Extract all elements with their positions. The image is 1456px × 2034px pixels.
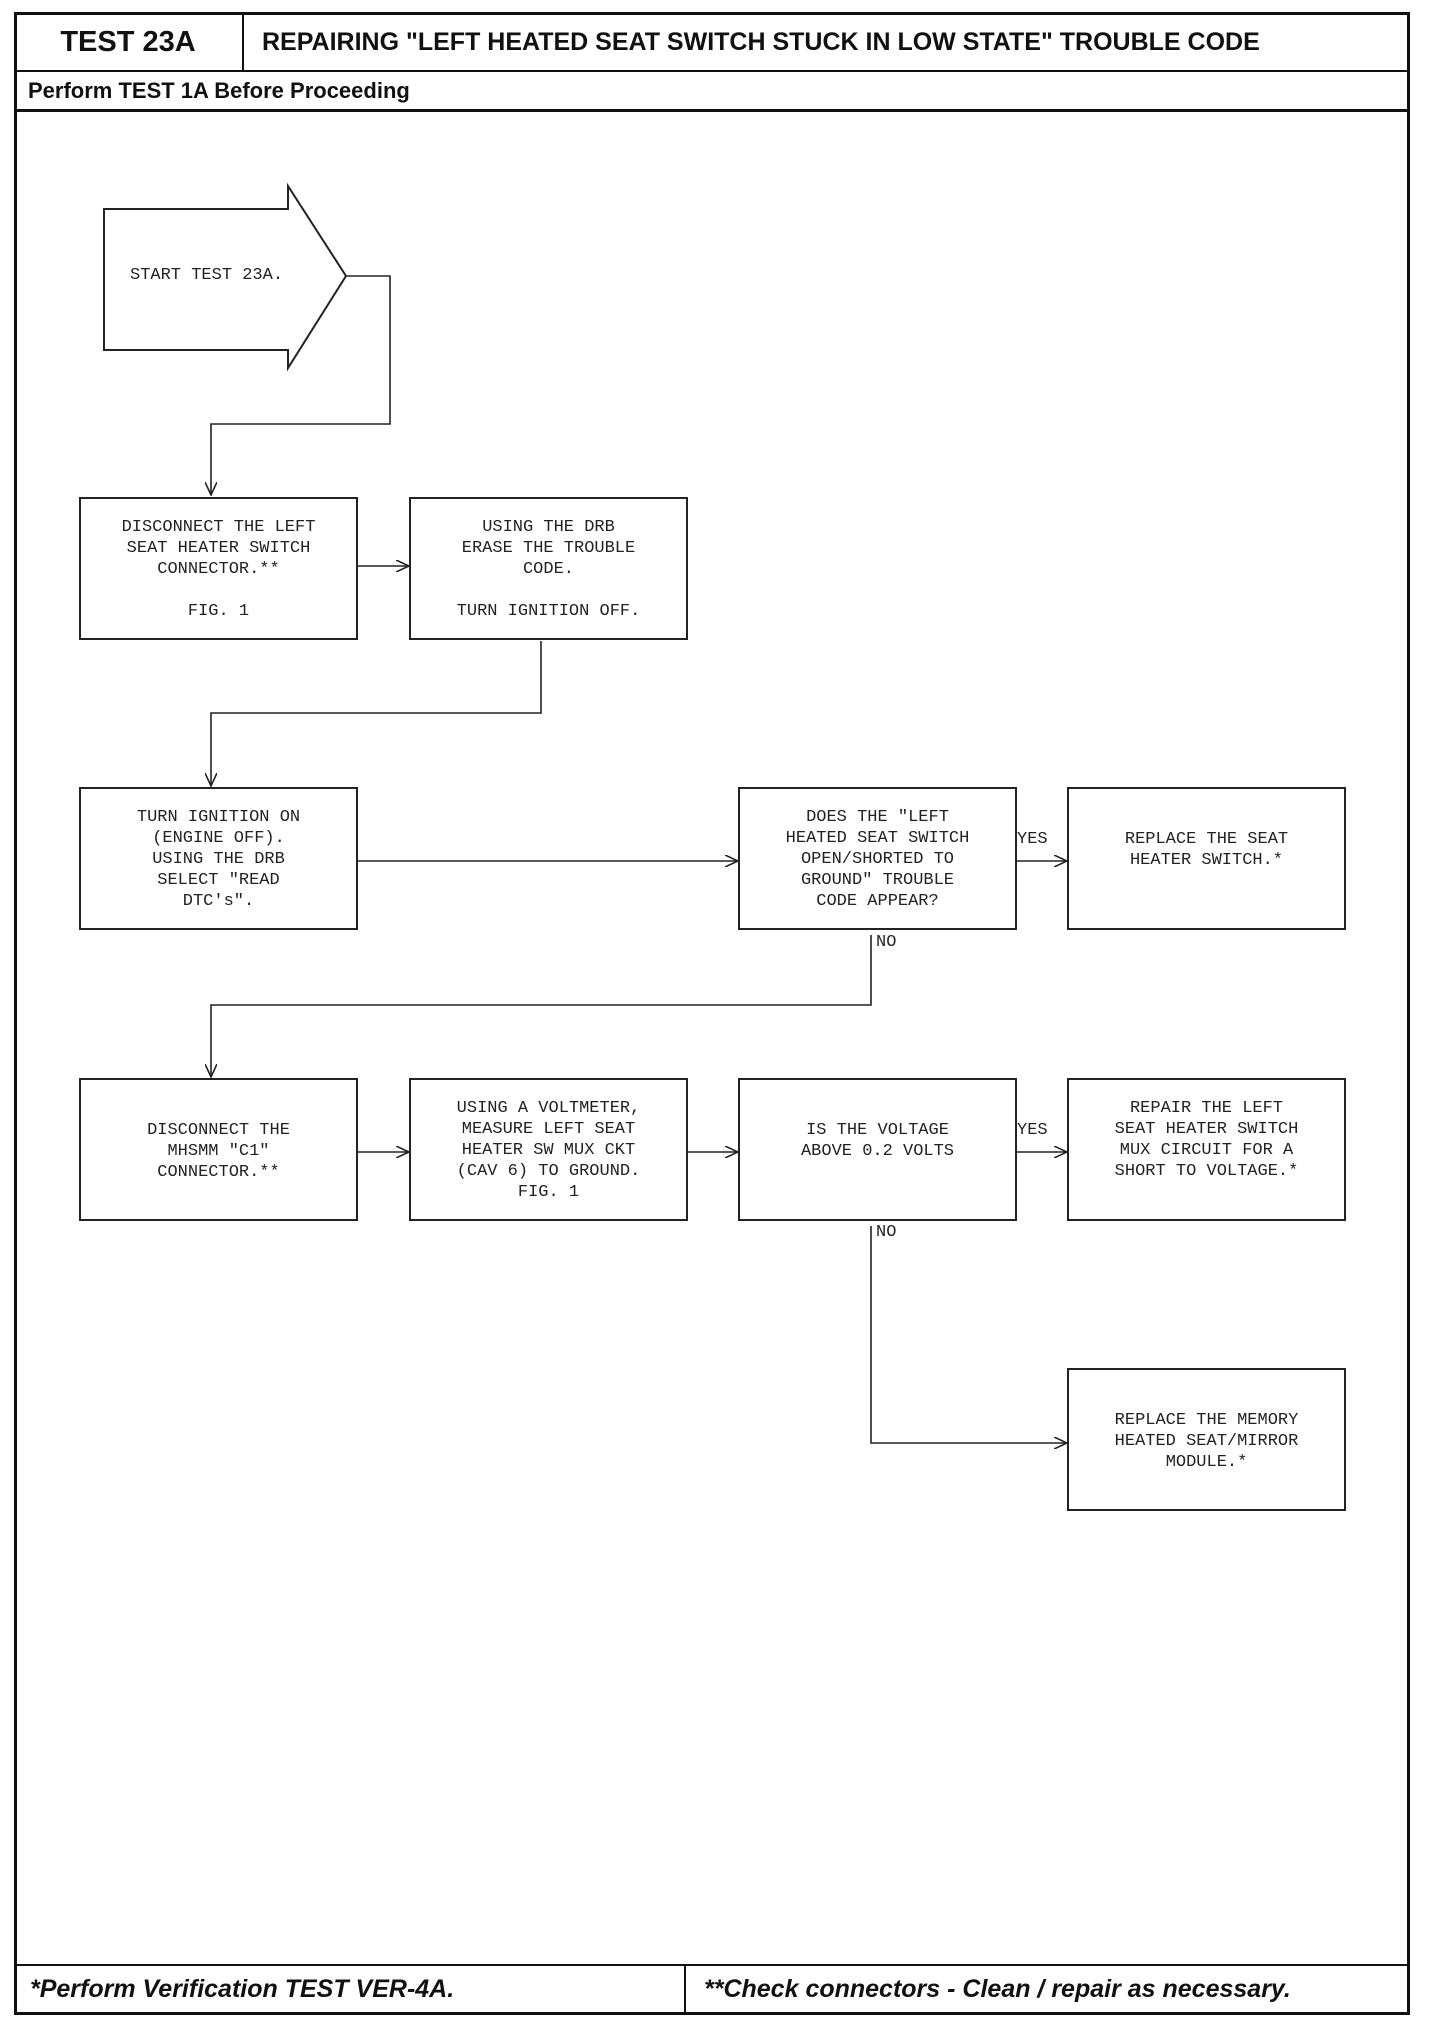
step-erase-code: USING THE DRB ERASE THE TROUBLE CODE. TU…: [409, 497, 688, 640]
step-read-dtc: TURN IGNITION ON (ENGINE OFF). USING THE…: [79, 787, 358, 930]
result-repair-circuit: REPAIR THE LEFT SEAT HEATER SWITCH MUX C…: [1067, 1078, 1346, 1221]
connector-erase-to-read: [211, 641, 542, 786]
test-title: REPAIRING "LEFT HEATED SEAT SWITCH STUCK…: [262, 27, 1260, 56]
test-id: TEST 23A: [14, 12, 244, 72]
step-measure-voltage: USING A VOLTMETER, MEASURE LEFT SEAT HEA…: [409, 1078, 688, 1221]
step-disconnect-c1: DISCONNECT THE MHSMM "C1" CONNECTOR.**: [79, 1078, 358, 1221]
prerequisite-note: Perform TEST 1A Before Proceeding: [14, 72, 1410, 112]
footer-verification-note: *Perform Verification TEST VER-4A.: [14, 1964, 686, 2015]
decision-code-appear: DOES THE "LEFT HEATED SEAT SWITCH OPEN/S…: [738, 787, 1017, 930]
header-row: [14, 12, 1410, 72]
no-label-2: NO: [876, 1223, 897, 1242]
step-disconnect-switch: DISCONNECT THE LEFT SEAT HEATER SWITCH C…: [79, 497, 358, 640]
connector-start-to-disconnect: [211, 275, 391, 495]
no-label-1: NO: [876, 933, 897, 952]
start-label: START TEST 23A.: [130, 266, 284, 285]
page-frame: [14, 12, 1410, 2015]
connector-no-replace-module: [870, 1226, 1067, 1443]
yes-label-1: YES: [1017, 830, 1048, 849]
footer-connector-note: **Check connectors - Clean / repair as n…: [704, 1975, 1291, 2003]
connector-no-disconnect-c1: [211, 935, 872, 1077]
footer-row: [14, 1964, 1410, 2015]
decision-voltage: IS THE VOLTAGE ABOVE 0.2 VOLTS: [738, 1078, 1017, 1221]
result-replace-module: REPLACE THE MEMORY HEATED SEAT/MIRROR MO…: [1067, 1368, 1346, 1511]
yes-label-2: YES: [1017, 1121, 1048, 1140]
result-replace-switch: REPLACE THE SEAT HEATER SWITCH.*: [1067, 787, 1346, 930]
start-arrow-shape: [103, 182, 348, 372]
